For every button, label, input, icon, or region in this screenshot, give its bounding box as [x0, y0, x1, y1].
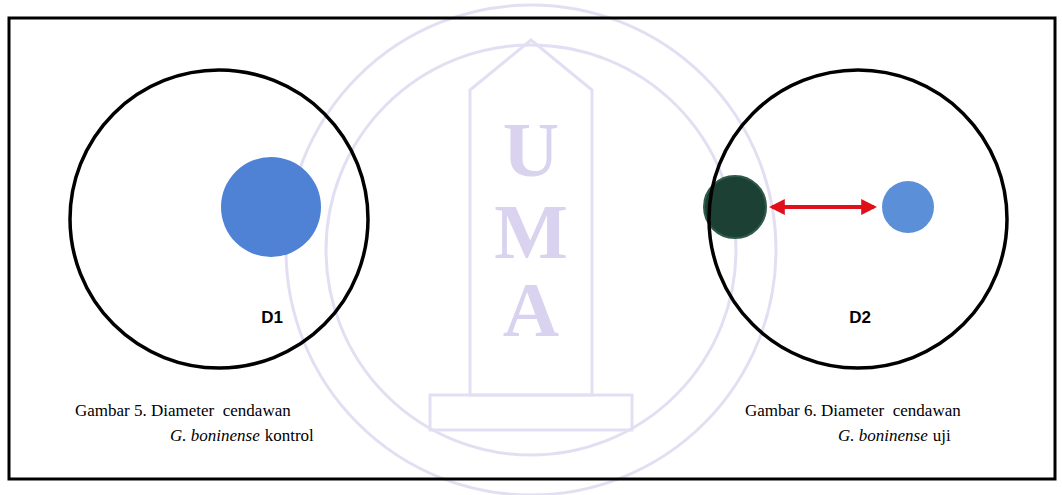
species-name: G. boninense — [170, 426, 260, 446]
fungus-colony — [221, 157, 321, 257]
dish-outline — [68, 68, 370, 370]
figure-caption: Gambar 5. Diameter cendawan — [75, 401, 291, 421]
figure-frame — [9, 18, 1055, 479]
dish-circle — [70, 70, 368, 368]
fungus-colony — [882, 181, 934, 233]
figure-caption: uji — [933, 426, 951, 446]
petri-dish: D2 — [707, 68, 1009, 370]
figure-caption: Gambar 6. Diameter cendawan — [745, 401, 961, 421]
figure-caption: kontrol — [265, 426, 314, 446]
watermark-letter: M — [494, 187, 568, 277]
petri-dish: D1 — [68, 68, 370, 370]
watermark-logo — [286, 5, 776, 495]
watermark-letter: U — [503, 105, 559, 195]
watermark-letter: A — [503, 265, 559, 355]
species-name: G. boninense — [838, 426, 928, 446]
dish-circle — [709, 70, 1007, 368]
dish-label: D2 — [849, 308, 871, 328]
dish-label: D1 — [261, 308, 283, 328]
distance-arrow — [772, 205, 874, 209]
